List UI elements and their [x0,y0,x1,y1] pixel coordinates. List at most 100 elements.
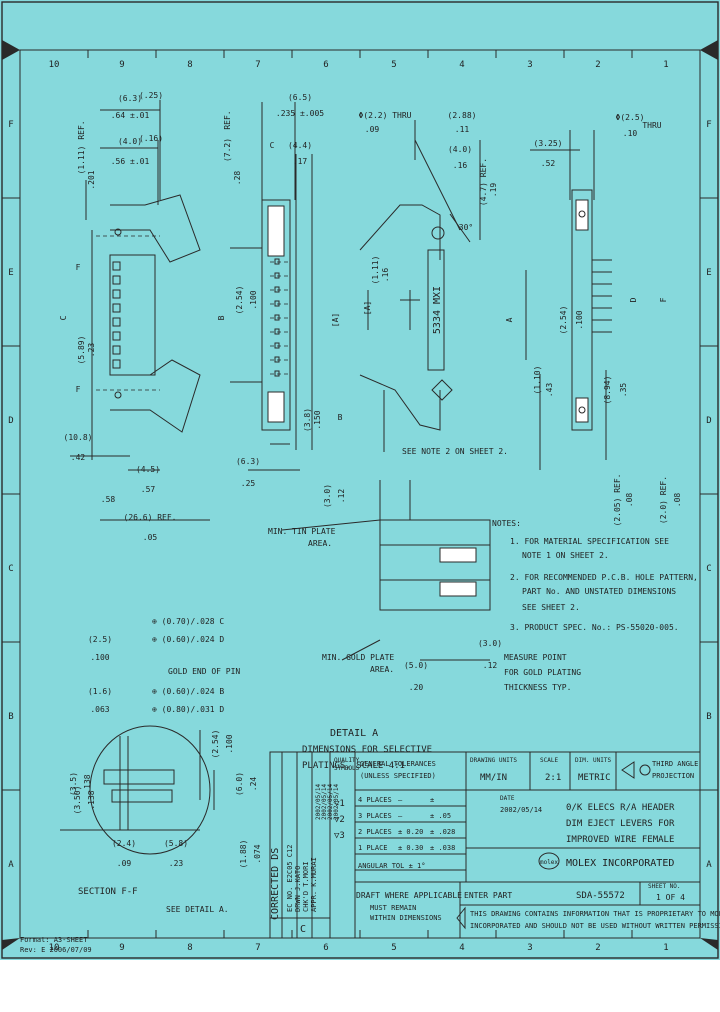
dim-label: .150 [313,410,322,429]
dim-label: (3.5) [69,772,78,796]
dim-label: .201 [87,170,96,189]
pin [274,258,280,265]
dim-label: (6.3) [236,457,260,466]
pin-slot [112,331,121,341]
dim-label: (2.54) [559,306,568,335]
ecn-row: EC NO. E2C05 C12 [286,845,294,912]
dim-label: .138 [83,774,92,793]
dim-label: Φ(2.2) THRU [359,111,412,120]
dim-label: B [217,315,226,320]
tol-in: ± .05 [430,812,451,820]
zone-right-label: E [706,268,711,278]
quality-symbol: ▽2 [334,815,345,825]
dim-label: (3.0) [323,484,332,508]
dim-label: .28 [233,171,242,186]
drawing-description: 0/K ELECS R/A HEADER [566,803,675,813]
dim-units-label: DIM. UNITS [575,757,612,764]
dim-label: .09 [117,859,132,868]
dim-label: (1.11) [371,256,380,285]
measure-point-label: FOR GOLD PLATING [504,668,581,677]
note-item: 2. FOR RECOMMENDED P.C.B. HOLE PATTERN, [510,573,698,582]
disclaimer: THIS DRAWING CONTAINS INFORMATION THAT I… [470,910,720,918]
projection-label: THIRD ANGLE [652,760,698,768]
zone-bottom-label: 1 [663,943,668,953]
pin-slots [112,261,121,369]
projection-label: PROJECTION [652,772,694,780]
ecn-row: CHK'D T.MORI [302,861,310,912]
detail-subtitle: PLATINGS, SCALE 4:1 [302,761,405,771]
side-view [359,120,481,452]
dim-label: .12 [483,661,498,670]
note-ref: SEE NOTE 2 ON SHEET 2. [402,447,508,456]
gold-end-label: GOLD END OF PIN [168,667,240,676]
tol-mm: — [398,796,403,804]
scale-value: 2:1 [545,773,561,783]
dim-label: .23 [87,343,96,358]
dim-label: (1.6) [88,687,112,696]
zone-left-label: C [8,564,13,574]
dim-label: 30° [459,223,473,232]
angular-tol: ANGULAR TOL ± 1° [358,862,425,870]
dim-label: Φ(2.5) [616,113,645,122]
pin [274,356,280,363]
gen-tol-label: (UNLESS SPECIFIED) [360,772,436,780]
quality-label: QUALITY [334,757,360,764]
pin [274,328,280,335]
corner-mark [2,40,20,60]
zone-right-label: A [706,860,712,870]
dim-label: REF. [223,110,232,129]
scale-label: SCALE [540,757,558,764]
pin [274,370,280,377]
dim-label: (2.54) [211,730,220,759]
zone-bottom-label: 7 [255,943,260,953]
dim-label: (2.0) REF. [659,476,668,524]
dim-label: F [76,385,81,394]
dim-label: .10 [623,129,638,138]
left-view [70,100,210,521]
drawing-description: DIM EJECT LEVERS FOR [566,819,675,829]
molex-logo: molex [540,859,558,866]
dim-label: (3.8) [303,408,312,432]
dim-label: (26.6) REF. [124,513,177,522]
zone-top-label: 7 [255,60,260,70]
dim-label: .20 [409,683,424,692]
dim-label: .17 [293,157,308,166]
rev-label: Rev: E 2006/07/09 [20,946,92,954]
measure-point-label: THICKNESS TYP. [504,683,571,692]
sheet-number: 1 OF 4 [656,893,685,902]
dim-label: (4.4) [288,141,312,150]
dim-label: D [629,297,638,302]
dim-label: (6.5) [288,93,312,102]
dim-label: (.25) [139,91,163,100]
detail-view [248,469,491,661]
dim-label: .24 [249,777,258,792]
tol-mm: — [398,812,403,820]
quality-label: SYMBOLS [334,765,360,772]
pin-slot [112,317,121,327]
pin [274,286,280,293]
title-block [269,751,701,939]
zone-right-label: B [706,712,711,722]
dim-label: .52 [541,159,556,168]
drawing-description: IMPROVED WIRE FEMALE [566,835,674,845]
tol-places: 3 PLACES [358,812,392,820]
gen-tol-label: GENERAL TOLERANCES [360,760,436,768]
dim-label: REF. [77,120,86,139]
dim-label: .100 [225,734,234,753]
dim-label: (3.25) [534,139,563,148]
dim-label: F [76,263,81,272]
dim-label: (1.88) [239,840,248,869]
dim-label: .08 [625,493,634,508]
dim-label: (4.0) [118,137,142,146]
dim-label: C [270,141,275,150]
gdt-tolerance: ⊕ (0.80)/.031 D [152,705,224,714]
front-pins [270,258,290,377]
dim-label: .100 [249,290,258,309]
dim-label: .23 [169,859,184,868]
draft-note: MUST REMAIN [370,904,416,912]
notes-heading: NOTES: [492,519,521,528]
min-tin-label: AREA. [308,539,332,548]
